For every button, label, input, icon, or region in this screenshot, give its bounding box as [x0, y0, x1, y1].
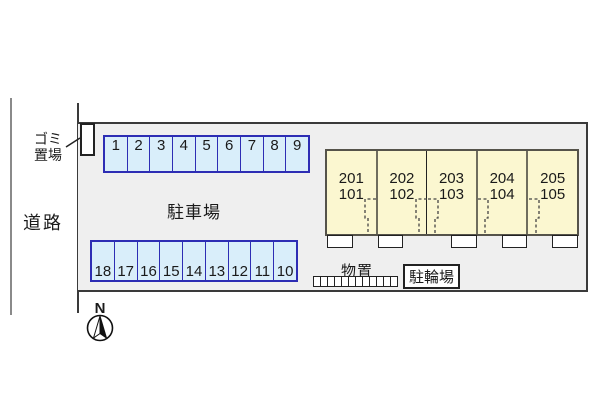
- bicycle-parking-label: 駐輪場: [408, 269, 454, 286]
- parking-space-number: 15: [162, 263, 180, 280]
- parking-space-7: 7: [240, 137, 263, 171]
- storage-locker-cell: [320, 277, 327, 286]
- parking-space-number: 16: [140, 263, 157, 280]
- parking-space-number: 9: [293, 137, 302, 154]
- parking-space-number: 17: [117, 263, 135, 280]
- compass-circle: [86, 314, 114, 342]
- parking-space-number: 3: [157, 137, 166, 154]
- road-label: 道路: [23, 213, 63, 233]
- garbage-label-line1: ゴミ: [34, 131, 62, 147]
- entrance-porch: [451, 235, 477, 248]
- parking-space-number: 13: [208, 263, 226, 280]
- parking-space-1: 1: [105, 137, 127, 171]
- parking-space-5: 5: [194, 137, 218, 171]
- parking-space-number: 4: [179, 137, 189, 154]
- storage-label: 物置: [341, 263, 374, 280]
- unit-number-upper: 203: [438, 170, 464, 187]
- storage-locker-cell: [376, 277, 383, 286]
- garbage-area-box: [80, 123, 95, 156]
- parking-space-13: 13: [204, 242, 228, 280]
- entrance-porch: [378, 235, 403, 248]
- parking-space-10: 10: [273, 242, 296, 280]
- parking-row-bottom: 18 17 16 15 14 13 12 11 10: [90, 240, 298, 282]
- unit-number-lower: 102: [389, 186, 415, 203]
- parking-space-8: 8: [262, 137, 286, 171]
- compass-north-letter: N: [94, 300, 106, 317]
- storage-locker-cell: [355, 277, 362, 286]
- parking-space-number: 7: [247, 137, 257, 154]
- parking-space-number: 5: [202, 137, 211, 154]
- unit-number-upper: 202: [389, 170, 415, 187]
- bicycle-parking-label-box: 駐輪場: [403, 264, 460, 289]
- unit-number-lower: 105: [540, 186, 566, 203]
- entrance-porch: [552, 235, 578, 248]
- storage-locker-cell: [390, 277, 397, 286]
- unit-number-lower: 104: [489, 186, 515, 203]
- unit-number-upper: 204: [489, 170, 515, 187]
- garbage-area-label: ゴミ 置場: [27, 131, 69, 163]
- parking-space-15: 15: [159, 242, 182, 280]
- compass-needle-white-half: [92, 315, 101, 340]
- unit-number-lower: 101: [338, 186, 364, 203]
- unit-number-upper: 201: [338, 170, 364, 187]
- parking-space-14: 14: [182, 242, 205, 280]
- unit-number-upper: 205: [540, 170, 566, 187]
- parking-space-9: 9: [285, 137, 308, 171]
- parking-space-number: 10: [276, 263, 294, 280]
- storage-locker-cell: [341, 277, 348, 286]
- entrance-porch: [502, 235, 527, 248]
- road-outer-edge-line: [10, 98, 12, 315]
- parking-space-18: 18: [92, 242, 114, 280]
- entrance-porch: [327, 235, 353, 248]
- parking-lot-label: 駐車場: [167, 203, 221, 222]
- parking-space-number: 2: [134, 137, 143, 154]
- parking-space-number: 1: [111, 137, 120, 154]
- parking-space-16: 16: [136, 242, 160, 280]
- parking-space-number: 12: [231, 263, 248, 280]
- parking-space-number: 14: [185, 263, 203, 280]
- parking-space-4: 4: [172, 137, 195, 171]
- storage-locker-cell: [362, 277, 369, 286]
- parking-space-3: 3: [149, 137, 172, 171]
- storage-locker-cell: [348, 277, 355, 286]
- parking-space-12: 12: [227, 242, 251, 280]
- parking-space-number: 18: [94, 263, 112, 280]
- storage-locker-cell: [327, 277, 334, 286]
- storage-locker-cell: [383, 277, 390, 286]
- parking-space-17: 17: [113, 242, 137, 280]
- storage-locker-cell: [369, 277, 376, 286]
- parking-space-11: 11: [250, 242, 273, 280]
- storage-lockers-strip: [313, 276, 398, 287]
- parking-space-number: 8: [270, 137, 279, 154]
- parking-space-2: 2: [126, 137, 150, 171]
- parking-space-6: 6: [217, 137, 240, 171]
- parking-space-number: 6: [225, 137, 234, 154]
- garbage-label-line2: 置場: [34, 147, 62, 163]
- storage-locker-cell: [334, 277, 341, 286]
- compass-needle-black-half: [99, 315, 108, 340]
- unit-number-lower: 103: [438, 186, 464, 203]
- parking-space-number: 11: [254, 263, 271, 280]
